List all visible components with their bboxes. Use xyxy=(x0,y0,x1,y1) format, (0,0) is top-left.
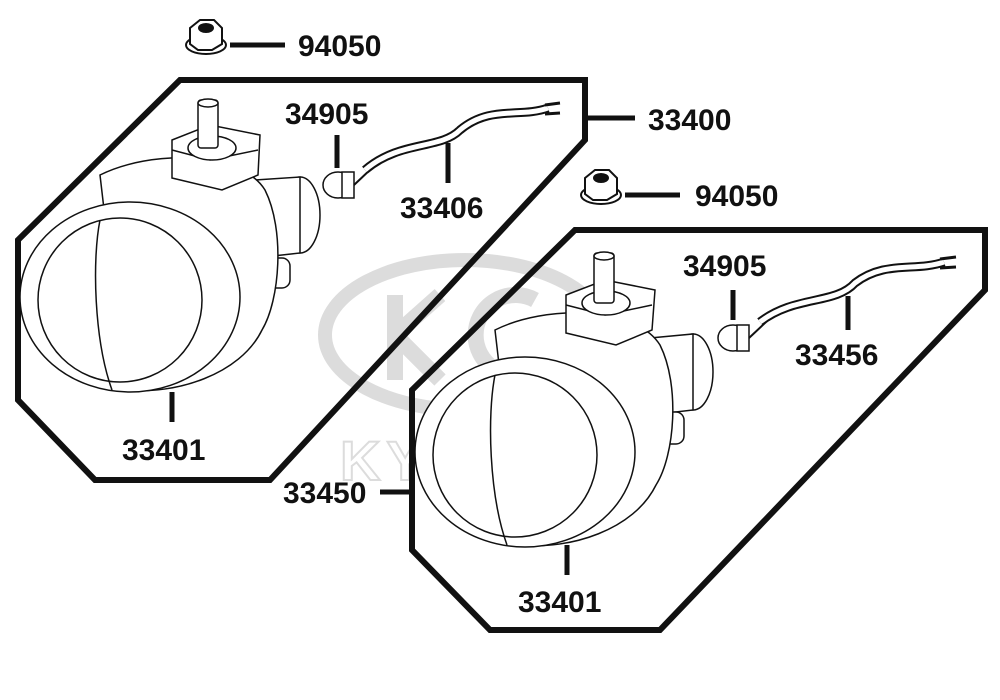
bulb-lower xyxy=(717,321,767,352)
headlight-upper xyxy=(19,98,321,393)
headlight-lower xyxy=(414,251,714,548)
label-harness-upper: 33406 xyxy=(400,192,483,225)
label-lens-upper: 33401 xyxy=(122,434,205,467)
label-lens-lower: 33401 xyxy=(518,586,601,619)
wire-harness-upper xyxy=(362,101,561,174)
bulb-upper xyxy=(322,167,373,199)
label-bulb-lower: 34905 xyxy=(683,250,766,283)
nut-lower xyxy=(580,169,622,205)
nut-upper xyxy=(185,19,227,55)
label-bulb-upper: 34905 xyxy=(285,98,368,131)
label-nut-lower: 94050 xyxy=(695,180,778,213)
wire-harness-lower xyxy=(757,255,957,326)
leader-lines xyxy=(169,42,851,575)
label-harness-lower: 33456 xyxy=(795,339,878,372)
label-assembly-upper: 33400 xyxy=(648,104,731,137)
label-assembly-lower: 33450 xyxy=(283,477,366,510)
assembly-frame-lower xyxy=(409,227,988,633)
label-nut-upper: 94050 xyxy=(298,30,381,63)
assembly-frame-upper xyxy=(15,77,588,483)
